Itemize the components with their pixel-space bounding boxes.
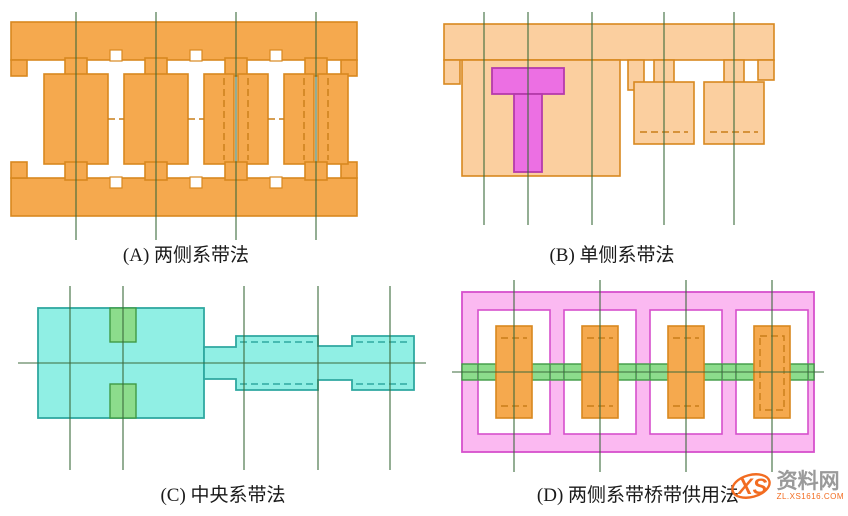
figure-c-drawing: [18, 286, 426, 470]
figure-caption-c: (C) 中央系带法: [160, 485, 286, 506]
end-tab: [340, 59, 358, 77]
centerlines: [18, 286, 426, 470]
end-tab: [757, 59, 775, 81]
figure-caption-a: (A) 两侧系带法: [122, 245, 250, 266]
pilot-notch: [189, 176, 203, 189]
blank-part-half: [283, 73, 315, 165]
centerlines: [75, 12, 317, 240]
pilot-notches: [109, 49, 283, 189]
watermark-swoosh: [730, 473, 771, 499]
blank-part-half: [203, 73, 235, 165]
blank-parts: [43, 57, 349, 181]
centerlines: [483, 12, 735, 225]
pilot-notch: [109, 176, 123, 189]
blank-part-half: [237, 73, 269, 165]
pilot-notch: [109, 49, 123, 62]
top-carrier-strip: [443, 23, 775, 61]
carrier-strips: [10, 21, 358, 217]
watermark-site-url: ZL.XS1616.COM: [776, 491, 844, 501]
end-tab: [443, 59, 461, 85]
end-tab: [340, 161, 358, 179]
carrier-strip: [443, 23, 775, 85]
watermark-site-name: 资料网: [776, 469, 840, 493]
end-tab: [10, 161, 28, 179]
figure-d-drawing: [452, 280, 824, 472]
top-carrier-strip: [10, 21, 358, 61]
blank-part-half: [317, 73, 349, 165]
figure-caption-b: (B) 单侧系带法: [549, 245, 675, 266]
watermark: XS 资料网 ZL.XS1616.COM: [729, 468, 844, 504]
pilot-notch: [269, 49, 283, 62]
pilot-notch: [189, 49, 203, 62]
centerlines: [452, 280, 824, 472]
pilot-notch: [269, 176, 283, 189]
watermark-logo-text: XS: [736, 474, 768, 499]
figure-a-drawing: [10, 12, 358, 240]
end-tab: [10, 59, 28, 77]
watermark-text: 资料网 ZL.XS1616.COM: [776, 469, 844, 501]
blank-parts: [461, 59, 765, 177]
watermark-logo-icon: XS: [730, 473, 771, 499]
figure-b-drawing: [443, 12, 775, 225]
bottom-carrier-strip: [10, 177, 358, 217]
figure-caption-d: (D) 两侧系带桥带供用法: [536, 485, 740, 506]
